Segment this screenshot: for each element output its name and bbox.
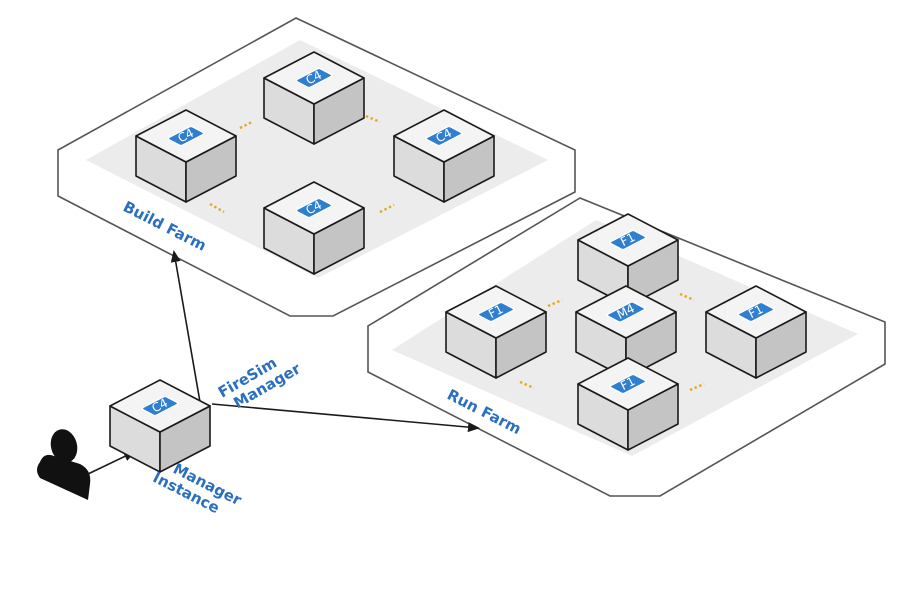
instance-chip xyxy=(477,302,515,322)
user-silhouette-icon xyxy=(37,429,91,500)
instance-chip-label: C4 xyxy=(303,68,324,88)
instance-chip xyxy=(295,68,333,88)
instance-chip xyxy=(606,301,646,323)
build-farm-instance: C4 xyxy=(393,109,495,203)
instance-chip-label: F1 xyxy=(746,302,765,321)
run-farm-instance: F1 xyxy=(577,213,679,307)
arrow-to-run-farm xyxy=(211,403,480,433)
instance-chip xyxy=(141,396,179,416)
instance-chip-label: F1 xyxy=(486,302,505,321)
instance-chip-label: C4 xyxy=(433,126,454,146)
run-farm-instance: M4 xyxy=(575,285,677,379)
run-farm-instance: F1 xyxy=(705,285,807,379)
run-farm-instance: F1 xyxy=(445,285,547,379)
build-farm-instance: C4 xyxy=(263,181,365,275)
instance-chip xyxy=(167,126,205,146)
run-farm: F1 F1 M4 F1 xyxy=(367,197,886,497)
build-farm: C4 C4 C4 C4 Build Farm xyxy=(57,17,576,317)
instance-chip xyxy=(425,126,463,146)
instance-chip xyxy=(609,374,647,394)
instance-chip-label: F1 xyxy=(618,374,637,393)
instance-chip-label: C4 xyxy=(175,126,196,146)
build-farm-instance: C4 xyxy=(135,109,237,203)
build-farm-connector-dots xyxy=(239,120,253,130)
build-farm-instance: C4 xyxy=(263,51,365,145)
instance-chip-label: F1 xyxy=(618,230,637,249)
instance-chip xyxy=(295,198,333,218)
instance-chip-label: C4 xyxy=(149,396,170,416)
instance-chip xyxy=(609,230,647,250)
instance-chip-label: C4 xyxy=(303,198,324,218)
build-farm-platform-inner xyxy=(86,40,548,278)
manager-instance: C4 xyxy=(109,379,211,473)
arrow-user-to-manager xyxy=(87,451,136,475)
arrow-to-build-farm xyxy=(170,250,201,403)
instance-chip xyxy=(737,302,775,322)
run-farm-instance: F1 xyxy=(577,357,679,451)
